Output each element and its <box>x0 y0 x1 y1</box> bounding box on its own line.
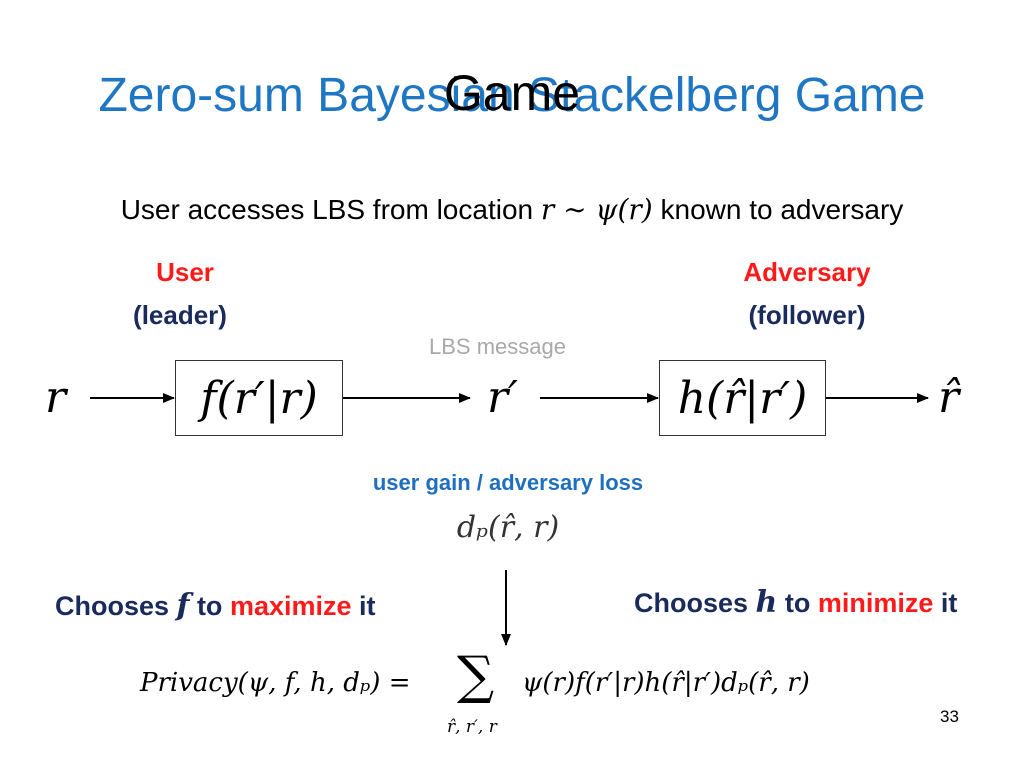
output-variable: r̂ <box>938 372 960 423</box>
user-choice-verb: maximize <box>229 591 352 621</box>
adversary-choice: Chooses h to minimize it <box>634 585 957 620</box>
adversary-role-label: (follower) <box>748 300 866 330</box>
gain-label: user gain / adversary loss <box>372 470 644 495</box>
user-choice: Chooses f to maximize it <box>55 588 376 623</box>
adversary-choice-var: h <box>755 585 778 620</box>
user-strategy-formula: f(r′|r) <box>200 372 318 424</box>
message-variable: r′ <box>487 372 519 423</box>
adversary-choice-suffix: it <box>933 588 958 618</box>
privacy-rhs: ψ(r)f(r′|r)h(r̂|r′)dₚ(r̂, r) <box>522 668 810 698</box>
page-number: 33 <box>940 707 959 726</box>
adversary-role-name: Adversary <box>743 257 871 287</box>
subtitle: User accesses LBS from location r ∼ ψ(r)… <box>0 193 1024 226</box>
slide-title-overlay: Game <box>443 65 581 121</box>
subtitle-after: known to adversary <box>652 194 904 225</box>
user-choice-suffix: it <box>351 591 376 621</box>
lbs-message-label: LBS message <box>429 334 566 359</box>
adversary-strategy-formula: h(r̂|r′) <box>677 372 808 424</box>
user-choice-prefix: Chooses <box>55 591 177 621</box>
slide-title: Zero-sum Bayesian Stackelberg Game <box>98 69 926 122</box>
sum-subscript: r̂, r′, r <box>447 717 497 737</box>
adversary-choice-verb: minimize <box>817 588 934 618</box>
user-choice-mid: to <box>189 591 230 621</box>
privacy-lhs: Privacy(ψ, f, h, dₚ) = <box>140 668 411 698</box>
user-role-label: (leader) <box>133 300 227 330</box>
user-choice-var: f <box>176 588 190 623</box>
gain-formula: dₚ(r̂, r) <box>456 510 560 545</box>
user-strategy-box: f(r′|r) <box>175 360 343 436</box>
subtitle-before: User accesses LBS from location <box>120 194 541 225</box>
user-role-name: User <box>156 257 214 287</box>
adversary-choice-mid: to <box>777 588 818 618</box>
input-variable: r <box>45 372 67 423</box>
adversary-strategy-box: h(r̂|r′) <box>659 360 826 436</box>
adversary-choice-prefix: Chooses <box>634 588 756 618</box>
sum-symbol: ∑ <box>457 646 495 706</box>
subtitle-math: r ∼ ψ(r) <box>540 193 653 226</box>
